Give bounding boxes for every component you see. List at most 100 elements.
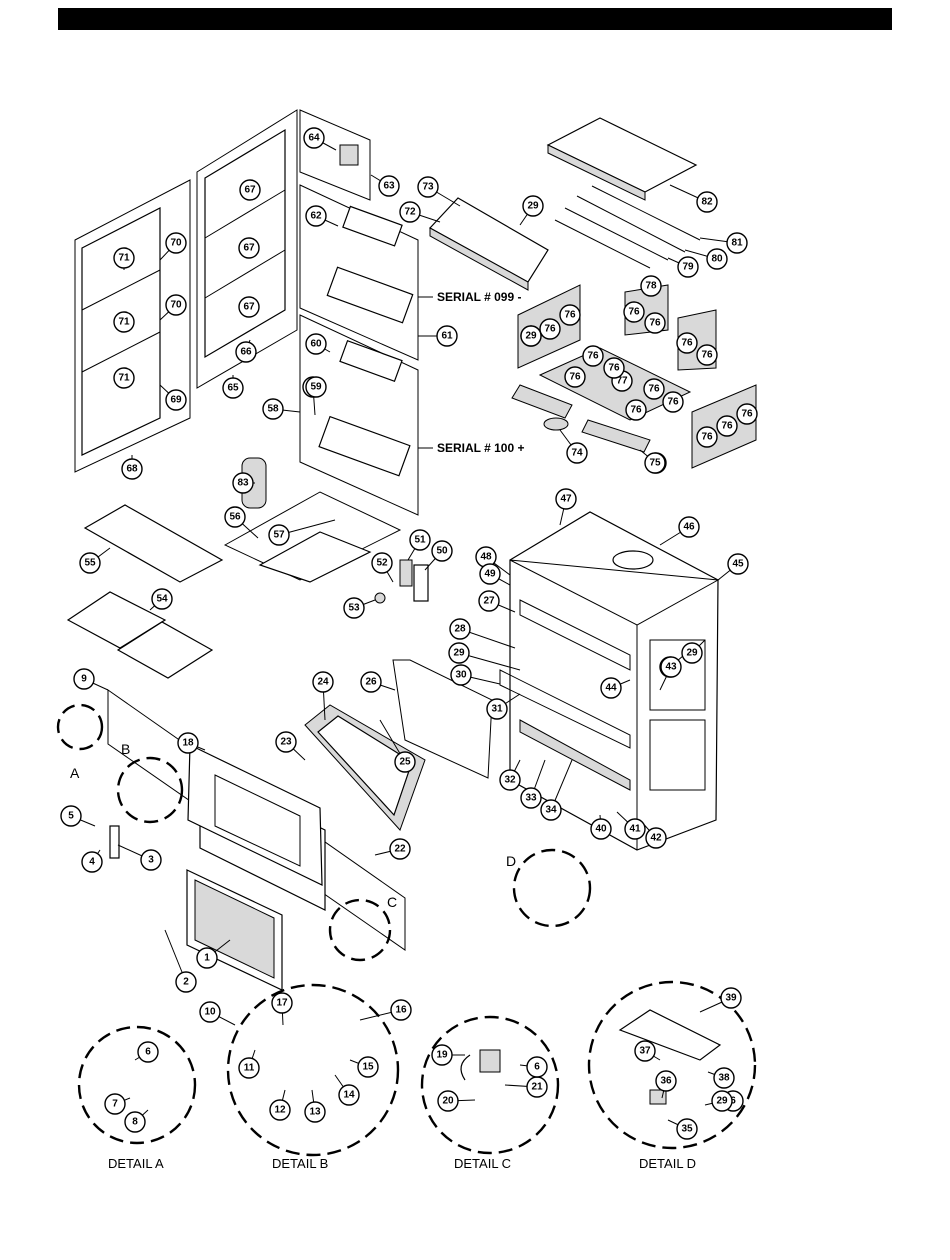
callout-number: 8 <box>132 1117 138 1128</box>
callout-number: 29 <box>525 331 537 342</box>
callout-41: 41 <box>624 818 646 840</box>
callout-number: 15 <box>362 1062 374 1073</box>
callout-number: 46 <box>683 522 695 533</box>
callout-71: 71 <box>113 367 135 389</box>
callout-62: 62 <box>305 205 327 227</box>
callout-30: 30 <box>450 664 472 686</box>
callout-number: 9 <box>81 674 87 685</box>
callout-71: 71 <box>113 311 135 333</box>
callout-number: 29 <box>453 648 465 659</box>
callout-74: 74 <box>566 442 588 464</box>
callout-73: 73 <box>417 176 439 198</box>
callout-42: 42 <box>645 827 667 849</box>
callout-59: 59 <box>305 376 327 398</box>
callout-number: 44 <box>605 683 617 694</box>
pads-54 <box>66 591 214 679</box>
callout-76: 76 <box>716 415 738 437</box>
callout-number: 76 <box>569 372 581 383</box>
callout-32: 32 <box>499 769 521 791</box>
callout-6: 6 <box>137 1041 159 1063</box>
door-frame-18 <box>187 744 323 886</box>
callout-number: 6 <box>534 1062 540 1073</box>
callout-3: 3 <box>140 849 162 871</box>
callout-number: 49 <box>484 569 496 580</box>
callout-56: 56 <box>224 506 246 528</box>
callout-36: 36 <box>655 1070 677 1092</box>
callout-number: 24 <box>317 677 329 688</box>
callout-68: 68 <box>121 458 143 480</box>
callout-25: 25 <box>394 751 416 773</box>
callout-number: 17 <box>276 998 288 1009</box>
callout-number: 60 <box>310 339 322 350</box>
callout-number: 16 <box>395 1005 407 1016</box>
detail-label-c: DETAIL C <box>454 1156 511 1171</box>
callout-28: 28 <box>449 618 471 640</box>
callout-83: 83 <box>232 472 254 494</box>
callout-number: 64 <box>308 133 320 144</box>
callout-76: 76 <box>662 391 684 413</box>
callout-64: 64 <box>303 127 325 149</box>
callout-number: 35 <box>681 1124 693 1135</box>
callout-51: 51 <box>409 529 431 551</box>
callout-7: 7 <box>104 1093 126 1115</box>
callout-number: 29 <box>686 648 698 659</box>
callout-number: 69 <box>170 395 182 406</box>
callout-number: 56 <box>229 512 241 523</box>
callout-number: 71 <box>118 317 130 328</box>
callout-66: 66 <box>235 341 257 363</box>
callout-number: 80 <box>711 254 723 265</box>
callout-number: 40 <box>595 824 607 835</box>
callout-67: 67 <box>239 179 261 201</box>
handle-3 <box>109 825 120 859</box>
callout-76: 76 <box>559 304 581 326</box>
callout-21: 21 <box>526 1076 548 1098</box>
baffle-board-82 <box>546 117 698 201</box>
callout-number: 58 <box>267 404 279 415</box>
callout-number: 67 <box>243 302 255 313</box>
detail-circle-A <box>77 1025 197 1145</box>
pad-55 <box>83 504 224 583</box>
callout-number: 70 <box>170 238 182 249</box>
callout-13: 13 <box>304 1101 326 1123</box>
callout-number: 41 <box>629 824 641 835</box>
callout-number: 10 <box>204 1007 216 1018</box>
callout-number: 25 <box>399 757 411 768</box>
callout-number: 30 <box>455 670 467 681</box>
callout-47: 47 <box>555 488 577 510</box>
tray-56 <box>223 491 402 583</box>
callout-72: 72 <box>399 201 421 223</box>
callout-60: 60 <box>305 333 327 355</box>
blower-box-serial-099 <box>299 184 419 361</box>
callout-76: 76 <box>625 399 647 421</box>
callout-1: 1 <box>196 947 218 969</box>
detail-letter-c: C <box>387 894 397 910</box>
callout-number: 33 <box>525 793 537 804</box>
callout-57: 57 <box>268 524 290 546</box>
callout-number: 55 <box>84 558 96 569</box>
callout-4: 4 <box>81 851 103 873</box>
callout-71: 71 <box>113 247 135 269</box>
callout-number: 78 <box>645 281 657 292</box>
callout-number: 2 <box>183 977 189 988</box>
callout-number: 54 <box>156 594 168 605</box>
callout-number: 43 <box>665 662 677 673</box>
serial-label-099: SERIAL # 099 - <box>437 290 521 304</box>
callout-44: 44 <box>600 677 622 699</box>
callout-number: 57 <box>273 530 285 541</box>
parts-50-53 <box>374 559 429 604</box>
callout-53: 53 <box>343 597 365 619</box>
callout-50: 50 <box>431 540 453 562</box>
callout-19: 19 <box>431 1044 453 1066</box>
callout-number: 76 <box>649 318 661 329</box>
callout-52: 52 <box>371 552 393 574</box>
callout-29: 29 <box>522 195 544 217</box>
callout-number: 4 <box>89 857 95 868</box>
callout-65: 65 <box>222 377 244 399</box>
callout-8: 8 <box>124 1111 146 1133</box>
ash-grate-1 <box>186 869 283 991</box>
callout-31: 31 <box>486 698 508 720</box>
glass-23 <box>304 704 426 831</box>
callout-number: 7 <box>112 1099 118 1110</box>
callout-29: 29 <box>681 642 703 664</box>
callout-76: 76 <box>676 332 698 354</box>
